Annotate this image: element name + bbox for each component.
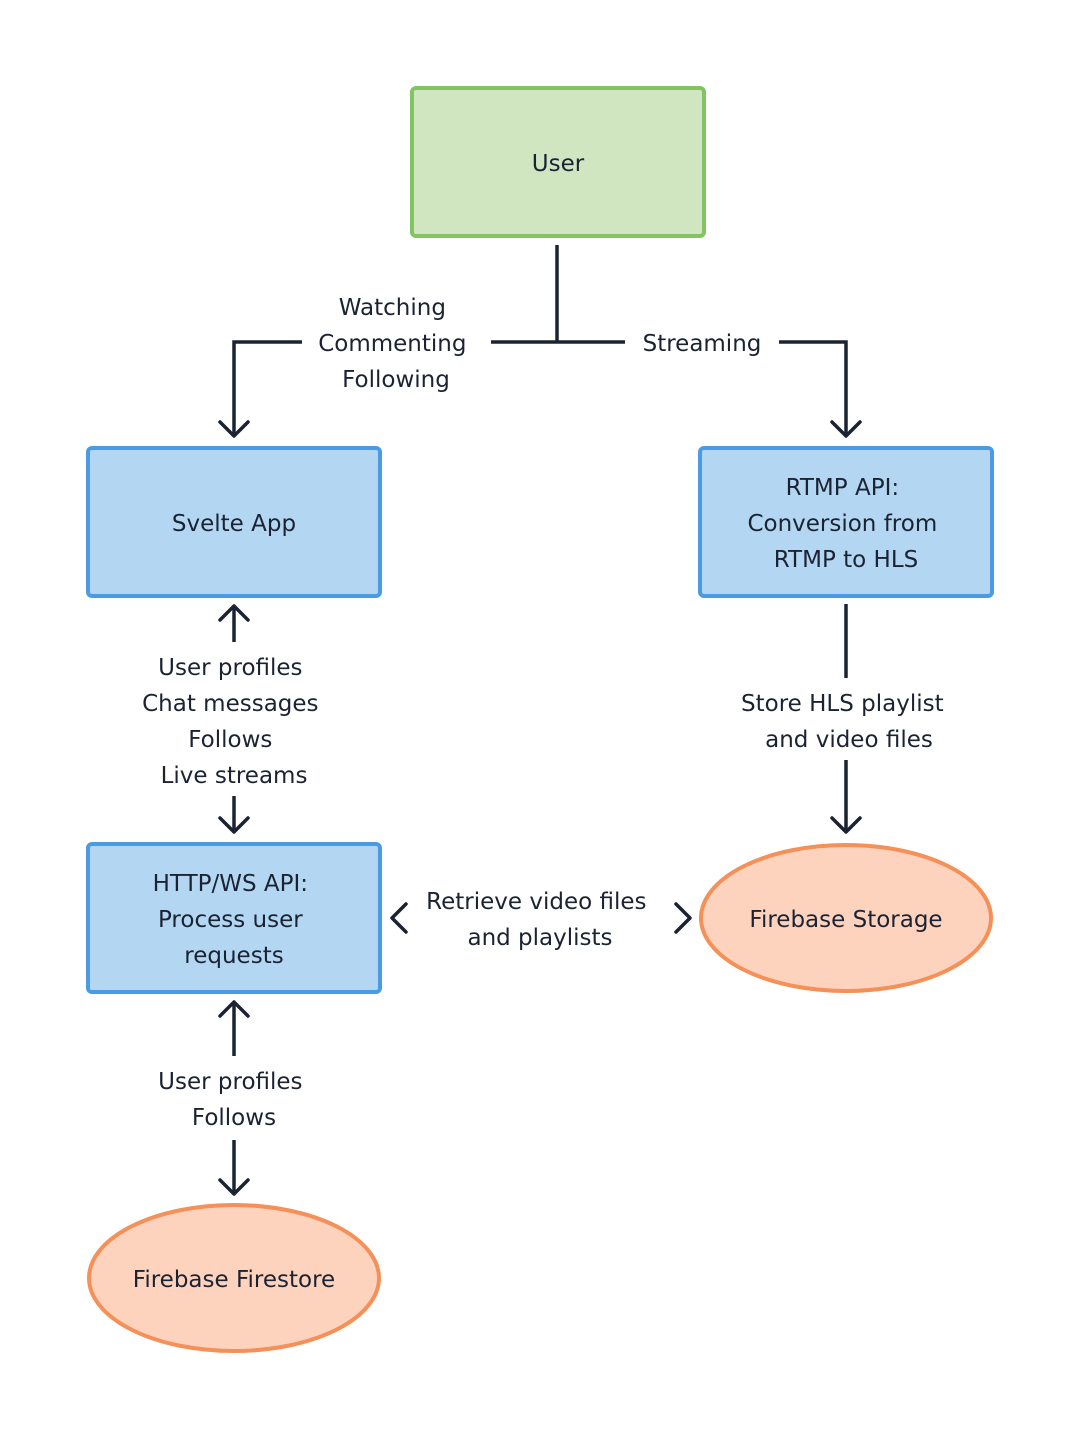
edge-label-watching: Watching: [339, 295, 446, 321]
rtmp-api-label-line-2: Conversion from: [747, 511, 937, 537]
edge-label-streaming: Streaming: [643, 331, 762, 357]
http-ws-api-label-line-3: requests: [184, 943, 283, 969]
edge-label-following: Following: [342, 367, 450, 393]
edge-label-and-video-files: and video files: [765, 727, 933, 753]
rtmp-api-label-line-3: RTMP to HLS: [774, 547, 919, 573]
firebase-firestore-label: Firebase Firestore: [133, 1267, 335, 1293]
user-label: User: [532, 151, 585, 177]
firebase-firestore-ellipse: [87, 1203, 381, 1353]
edge-label-http-storage: Retrieve video files and playlists: [426, 889, 654, 951]
http-ws-api-label-line-2: Process user: [158, 907, 303, 933]
svg-text:Firebase Firestore: Firebase Firestore: [133, 1267, 335, 1293]
svg-text:Svelte App: Svelte App: [172, 511, 296, 537]
edge-label-user-to-svelte: Watching Commenting Following: [318, 295, 474, 393]
edge-label-user-profiles: User profiles: [158, 655, 302, 681]
edge-rtmp-storage: [830, 604, 862, 834]
svelte-app-label: Svelte App: [172, 511, 296, 537]
edge-label-user-profiles-2: User profiles: [158, 1069, 302, 1095]
edge-label-follows-2: Follows: [192, 1105, 276, 1131]
http-ws-api-box: [86, 842, 382, 994]
edge-http-storage: [390, 902, 692, 934]
svg-text:User: User: [532, 151, 585, 177]
svg-text:RTMP API: Conversion fro: RTMP API: Conversion from RTMP to HLS: [747, 475, 944, 573]
edge-label-retrieve-video-files: Retrieve video files: [426, 889, 646, 915]
node-rtmp-api: RTMP API: Conversion from RTMP to HLS: [698, 446, 994, 598]
edge-label-chat-messages: Chat messages: [142, 691, 318, 717]
firebase-storage-ellipse: [699, 843, 993, 993]
http-ws-api-label-line-1: HTTP/WS API:: [153, 871, 308, 897]
node-firebase-firestore: Firebase Firestore: [87, 1203, 381, 1353]
edge-label-and-playlists: and playlists: [467, 925, 612, 951]
edge-label-store-hls: Store HLS playlist: [741, 691, 944, 717]
rtmp-api-label-line-1: RTMP API:: [786, 475, 900, 501]
edge-label-http-firestore: User profiles Follows: [158, 1069, 310, 1131]
edge-http-firestore: [218, 1000, 250, 1196]
edge-svelte-http: [218, 604, 250, 834]
edge-label-rtmp-storage: Store HLS playlist and video files: [741, 691, 951, 753]
svg-text:Firebase Storage: Firebase Storage: [749, 907, 942, 933]
node-user: User: [410, 86, 706, 238]
edge-label-user-to-rtmp: Streaming: [643, 331, 762, 357]
rtmp-api-box: [698, 446, 994, 598]
edge-label-follows: Follows: [188, 727, 272, 753]
firebase-storage-label: Firebase Storage: [749, 907, 942, 933]
svelte-app-box: [86, 446, 382, 598]
user-box: [410, 86, 706, 238]
edge-user-branches: [218, 245, 862, 438]
node-http-ws-api: HTTP/WS API: Process user requests: [86, 842, 382, 994]
svg-text:HTTP/WS API: Process use: HTTP/WS API: Process user requests: [153, 871, 316, 969]
edge-label-live-streams: Live streams: [161, 763, 308, 789]
edge-label-commenting: Commenting: [318, 331, 466, 357]
node-firebase-storage: Firebase Storage: [699, 843, 993, 993]
node-svelte-app: Svelte App: [86, 446, 382, 598]
edge-label-svelte-http: User profiles Chat messages Follows Live…: [142, 655, 326, 789]
